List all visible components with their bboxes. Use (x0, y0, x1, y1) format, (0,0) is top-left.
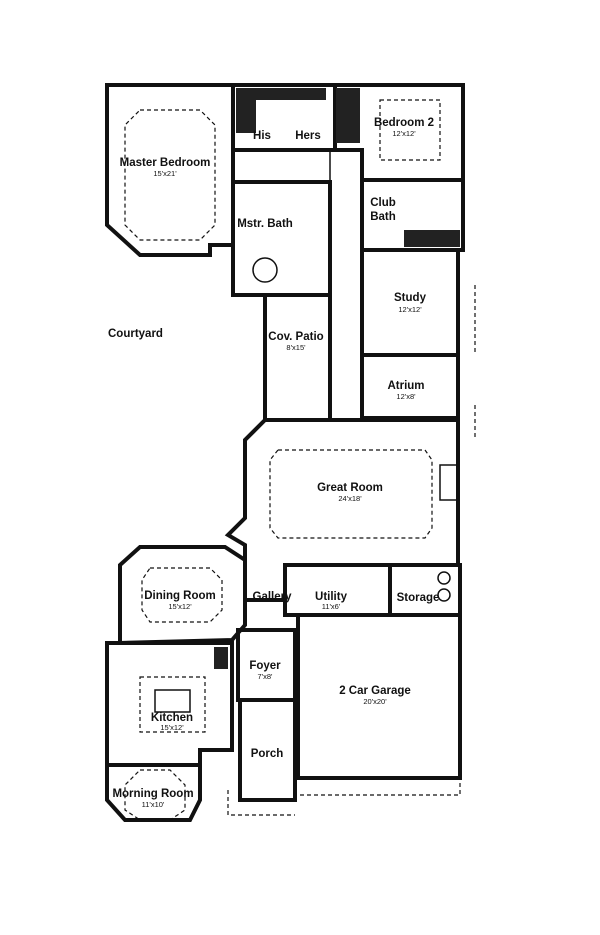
patio-walls (263, 293, 332, 422)
room-label-porch: Porch (251, 748, 284, 760)
room-label-hers: Hers (295, 130, 321, 142)
room-labels: Master Bedroom 15'x21' His Hers Bedroom … (108, 117, 439, 809)
svg-text:11'x6': 11'x6' (322, 602, 341, 611)
walls (105, 83, 476, 822)
room-label-morning-room: Morning Room (112, 788, 193, 800)
room-label-covered-patio: Cov. Patio (268, 331, 323, 343)
room-label-study: Study (394, 292, 427, 304)
room-label-garage: 2 Car Garage (339, 685, 411, 697)
room-label-kitchen: Kitchen (151, 712, 193, 724)
porch-walls (238, 698, 297, 802)
closet-hatching (214, 88, 460, 669)
svg-text:8'x15': 8'x15' (286, 343, 306, 352)
svg-text:12'x8': 12'x8' (396, 392, 416, 401)
master-bath-walls (231, 180, 332, 297)
room-label-storage: Storage (397, 592, 440, 604)
morning-room-walls (105, 763, 202, 822)
kitchen-walls (105, 641, 234, 767)
room-label-dining-room: Dining Room (144, 590, 216, 602)
room-label-bedroom-2: Bedroom 2 (374, 117, 434, 129)
svg-text:11'x10': 11'x10' (142, 800, 165, 809)
storage-walls (388, 563, 462, 617)
room-label-his: His (253, 130, 271, 142)
fireplace-icon (439, 464, 459, 501)
room-label-atrium: Atrium (387, 380, 424, 392)
svg-text:15'x21': 15'x21' (153, 169, 177, 178)
great-room-walls (224, 418, 460, 602)
svg-text:20'x20': 20'x20' (363, 697, 387, 706)
svg-text:12'x12': 12'x12' (398, 305, 422, 314)
cooktop-icon (154, 689, 191, 713)
room-label-utility: Utility (315, 591, 348, 603)
svg-text:12'x12': 12'x12' (392, 129, 416, 138)
svg-text:24'x18': 24'x18' (338, 494, 362, 503)
room-label-master-bath: Mstr. Bath (237, 218, 293, 230)
ceiling-outlines (124, 99, 459, 821)
svg-text:15'x12': 15'x12' (160, 723, 184, 732)
garage-walls (296, 613, 462, 780)
room-label-foyer: Foyer (249, 660, 281, 672)
tub-icon (252, 257, 278, 283)
svg-text:Bath: Bath (370, 211, 396, 223)
room-label-club-bath: Club (370, 197, 396, 209)
room-label-great-room: Great Room (317, 482, 383, 494)
courtyard-label: Courtyard (108, 328, 163, 340)
svg-text:15'x12': 15'x12' (168, 602, 192, 611)
svg-text:7'x8': 7'x8' (258, 672, 274, 681)
room-label-gallery: Gallery (253, 591, 293, 603)
room-label-master-bedroom: Master Bedroom (120, 157, 211, 169)
